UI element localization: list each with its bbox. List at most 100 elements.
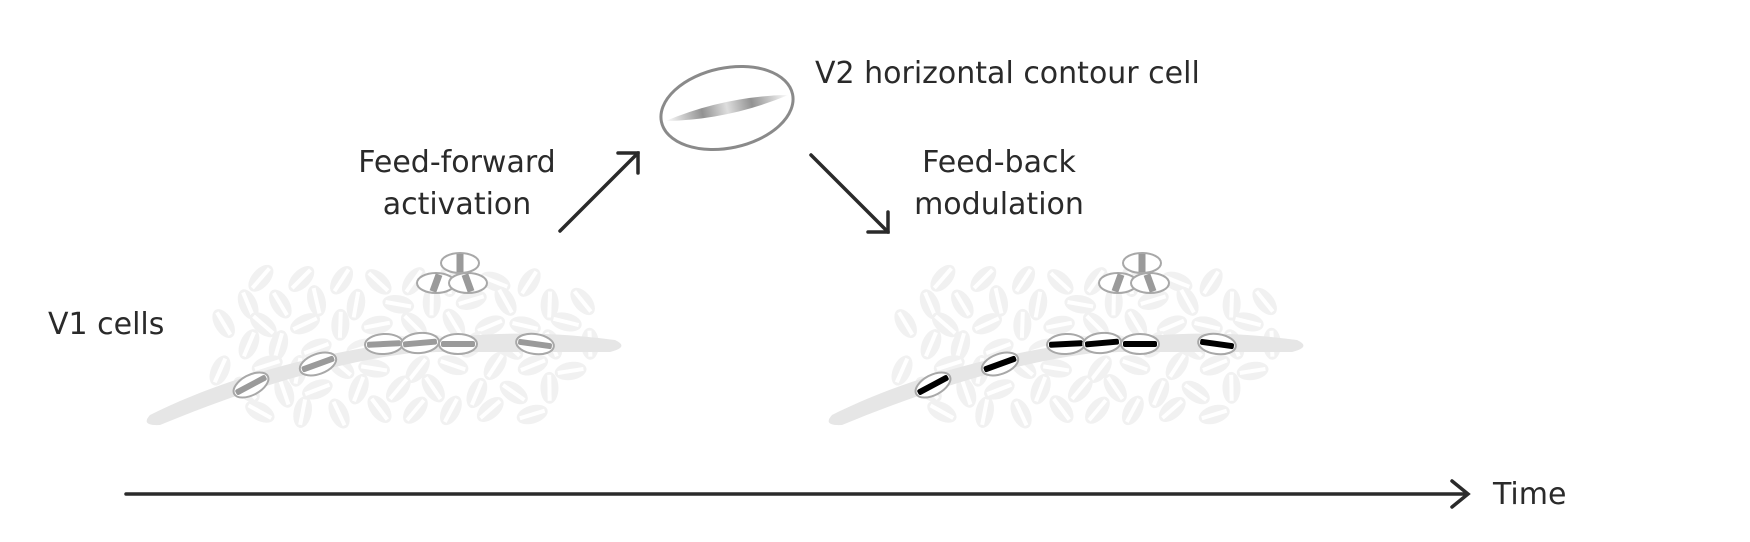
time-arrow (124, 479, 1471, 509)
v1-background-cell (1104, 286, 1123, 319)
v1-background-cell (1012, 265, 1036, 295)
v1-background-cell (975, 396, 994, 428)
v1-background-cell (1158, 396, 1186, 422)
v1-background-cell (237, 289, 259, 320)
v1-background-cell (1064, 294, 1097, 314)
v1-background-cell (499, 380, 528, 405)
v1-background-cell (288, 265, 315, 292)
feedforward-arrow (558, 151, 640, 233)
v1-background-cell (1043, 315, 1075, 335)
v1-background-cell (269, 289, 292, 319)
v1-background-cell (209, 355, 231, 386)
v1-background-cell (274, 376, 295, 408)
v1-background-cell (422, 286, 441, 319)
v1-background-cell (1165, 351, 1189, 381)
v1-background-cell (1156, 315, 1188, 337)
v1-background-cell (307, 285, 327, 317)
v1-background-cell (1082, 312, 1109, 339)
v1-background-cell (540, 371, 559, 404)
feedback-label-line1: Feed-back (922, 145, 1076, 180)
feedforward-label-line2: activation (383, 187, 532, 222)
v1-background-cell (956, 376, 977, 408)
v1-background-cell (212, 309, 235, 339)
v1-background-cell (238, 329, 260, 360)
v1-background-cell (331, 308, 350, 341)
v1-background-cell (930, 264, 956, 292)
v1-background-cell (1232, 312, 1264, 332)
feedforward-label-line1: Feed-forward (358, 145, 555, 180)
v1-background-cell (1124, 308, 1148, 338)
v1-background-cell (494, 286, 517, 316)
v1-background-cell (361, 315, 393, 335)
v1-background-cell (302, 379, 333, 400)
v1-background-cell (517, 354, 549, 376)
v1-background-cell (1199, 268, 1223, 297)
v1-background-cell (1030, 373, 1051, 405)
v1-contour-cell-active (914, 371, 952, 399)
v1-background-cell (365, 269, 392, 295)
v1-background-cell (421, 374, 445, 403)
v1-background-cell (476, 396, 504, 422)
v1-background-cell (1047, 269, 1074, 295)
v1-contour-cell-active (1197, 332, 1237, 356)
v1-cluster-cell (416, 272, 456, 294)
v1-background-cell (248, 264, 274, 292)
v1-background-cell (474, 315, 506, 337)
v1-background-cell (466, 377, 488, 409)
v1-background-cell (989, 285, 1009, 317)
v1-background-cell (516, 404, 548, 425)
v1-cluster-cell (1122, 252, 1162, 274)
v1-background-cell (927, 400, 957, 423)
v1-background-cell (509, 316, 541, 336)
v1-background-cell (483, 351, 507, 381)
v1-background-cell (328, 398, 350, 429)
v1-background-cell (1103, 374, 1127, 403)
v1-background-cell (348, 373, 369, 405)
v1-background-cell (1252, 287, 1277, 316)
v1-cells-label: V1 cells (48, 307, 164, 342)
v1-background-cell (1067, 375, 1093, 403)
v2-cell (659, 64, 795, 152)
time-label: Time (1492, 477, 1566, 512)
v1-background-cell (1191, 316, 1223, 336)
v1-background-cell (1198, 404, 1230, 425)
v1-background-cell (358, 359, 390, 378)
v1-background-cell (1121, 395, 1144, 426)
v1-background-cell (439, 395, 462, 426)
v1-background-cell (1181, 380, 1210, 405)
v1-background-cell (1010, 398, 1032, 429)
v1-background-cell (891, 355, 913, 386)
v1-background-cell (554, 361, 587, 381)
v1-background-cell (951, 289, 974, 319)
v1-background-cell (984, 379, 1015, 400)
v1-background-cell (346, 288, 366, 321)
feedback-label-line2: modulation (914, 187, 1084, 222)
v1-contour-cell (438, 333, 478, 355)
v1-background-cell (517, 268, 541, 297)
v2-horizontal-receptive-field (665, 94, 789, 122)
v1-background-cell (1222, 288, 1241, 321)
v1-background-cell (919, 289, 941, 320)
v1-background-cell (550, 312, 582, 332)
v1-population-feedforward (146, 252, 622, 429)
v1-cluster-cell (448, 272, 488, 294)
v1-background-cell (1176, 286, 1199, 316)
v1-background-cell (290, 313, 321, 335)
v1-cluster-cell (440, 252, 480, 274)
v1-background-cell (950, 330, 971, 362)
v1-background-cell (1087, 355, 1112, 383)
v1-background-cell (1028, 288, 1048, 321)
v1-background-cell (455, 290, 487, 310)
v1-background-cell (1222, 371, 1241, 404)
v2-cell-label: V2 horizontal contour cell (815, 56, 1200, 91)
v1-background-cell (400, 312, 427, 339)
v1-background-cell (442, 308, 466, 338)
v1-background-cell (931, 312, 959, 338)
v1-cluster-cell (1130, 272, 1170, 294)
v1-background-cell (1013, 308, 1032, 341)
v1-background-cell (367, 395, 392, 424)
v1-background-cell (293, 396, 312, 428)
v1-background-cell (1085, 396, 1110, 424)
feedback-arrow (809, 153, 890, 234)
